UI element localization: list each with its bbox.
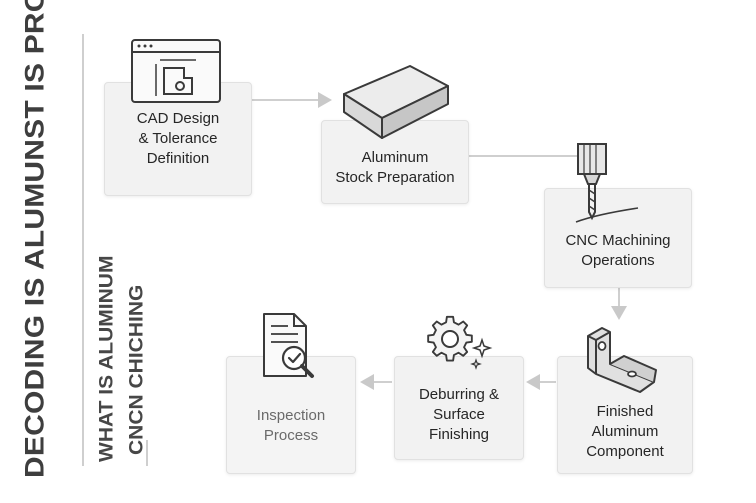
bracket-part-icon	[587, 327, 657, 393]
cad-window-icon	[131, 39, 221, 103]
subtitle-divider	[146, 440, 148, 466]
step-label: CAD Design & Tolerance Definition	[136, 110, 220, 167]
gear-sparkle-icon	[427, 315, 493, 370]
step-cad-design: CAD Design & Tolerance Definition	[104, 82, 252, 196]
step-label: CNC Machining Operations	[565, 232, 671, 269]
step-deburring-finishing: Deburring & Surface Finishing	[394, 356, 524, 460]
aluminum-block-icon	[343, 65, 449, 139]
document-check-icon	[263, 313, 314, 378]
title-divider	[82, 34, 84, 466]
step-label: Inspection Process	[256, 407, 326, 444]
step-stock-preparation: Aluminum Stock Preparation	[321, 120, 469, 204]
step-label: Deburring & Surface Finishing	[418, 386, 500, 443]
step-label: Finished Aluminum Component	[586, 403, 664, 460]
step-label: Aluminum Stock Preparation	[335, 149, 455, 186]
step-cnc-machining: CNC Machining Operations	[544, 188, 692, 288]
cnc-drill-icon	[575, 143, 639, 223]
